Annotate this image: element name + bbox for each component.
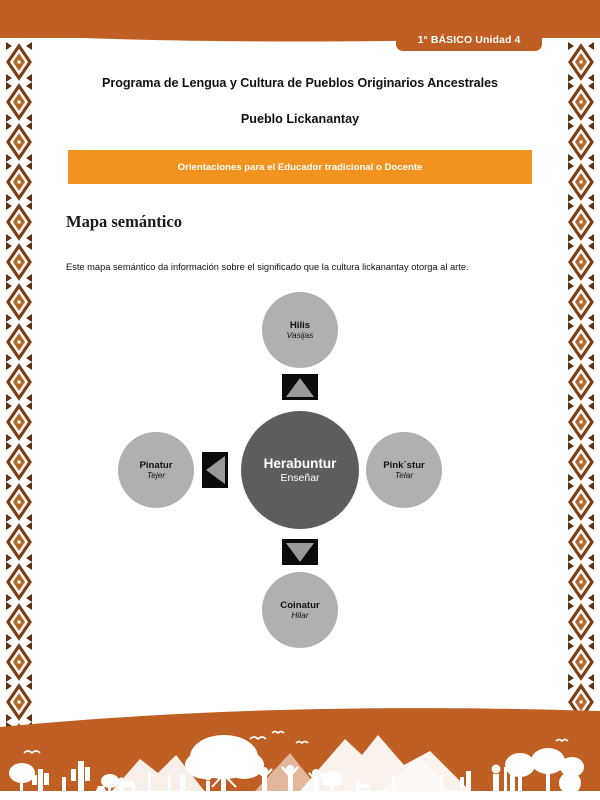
map-node-pinatur: Pinatur Tejer bbox=[118, 432, 194, 508]
map-center-subtitle: Enseñar bbox=[280, 471, 320, 484]
page-subtitle: Pueblo Lickanantay bbox=[240, 112, 360, 126]
map-node-subtitle: Vasijas bbox=[286, 329, 314, 340]
map-node-subtitle: Telar bbox=[394, 469, 414, 480]
map-node-pinkstur: Pink´stur Telar bbox=[366, 432, 442, 508]
arrow-down-icon bbox=[282, 539, 318, 565]
map-node-title: Pink´stur bbox=[383, 459, 425, 471]
left-decorative-border bbox=[4, 42, 34, 742]
map-node-title: Pinatur bbox=[139, 459, 173, 471]
footer-landscape-illustration bbox=[0, 695, 600, 800]
arrow-left-icon bbox=[202, 452, 228, 488]
map-center-title: Herabuntur bbox=[263, 456, 337, 472]
section-heading: Mapa semántico bbox=[66, 212, 182, 231]
map-node-center-herabuntur: Herabuntur Enseñar bbox=[241, 411, 359, 529]
guidance-banner-label: Orientaciones para el Educador tradicion… bbox=[177, 161, 423, 173]
semantic-map-diagram: Hilis Vasijas Pinatur Tejer Pink´stur Te… bbox=[46, 290, 554, 650]
arrow-up-icon bbox=[282, 374, 318, 400]
right-decorative-border bbox=[566, 42, 596, 742]
map-node-coinatur: Coinatur Hilar bbox=[262, 572, 338, 648]
unit-badge: 1° BÁSICO Unidad 4 bbox=[396, 29, 542, 51]
content-area: Programa de Lengua y Cultura de Pueblos … bbox=[46, 48, 554, 688]
guidance-banner: Orientaciones para el Educador tradicion… bbox=[68, 150, 532, 184]
map-node-subtitle: Tejer bbox=[146, 469, 166, 480]
map-node-title: Hilis bbox=[289, 319, 311, 331]
page-title: Programa de Lengua y Cultura de Pueblos … bbox=[102, 76, 498, 90]
section-description: Este mapa semántico da información sobre… bbox=[66, 262, 469, 272]
map-node-subtitle: Hilar bbox=[291, 609, 309, 620]
map-node-hilis: Hilis Vasijas bbox=[262, 292, 338, 368]
map-node-title: Coinatur bbox=[280, 599, 320, 611]
